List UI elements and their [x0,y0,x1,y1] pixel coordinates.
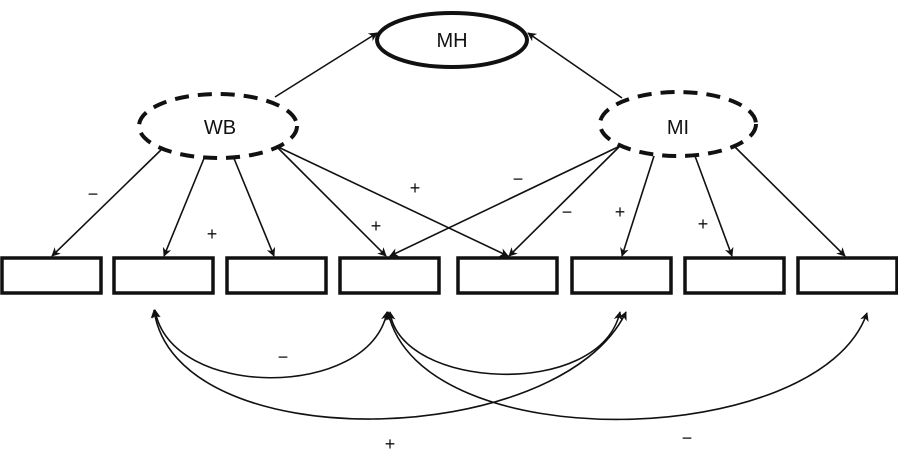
observed-box-2 [112,256,215,295]
path-mi-mh [527,32,623,99]
path-wb-o3 [232,155,276,257]
path-wb-mh [274,32,378,98]
mi-label: MI [667,117,689,139]
wb-label: WB [204,117,236,139]
node-wb: WB [137,92,299,160]
observed-box-5 [456,256,559,295]
sign-mi-o5: − [562,202,573,222]
wb-ellipse [137,92,299,160]
node-mi: MI [598,90,758,158]
mi-ellipse [598,90,758,158]
observed-box-7 [683,256,786,295]
sign-wb-o2: + [207,224,218,244]
sign-cov-o2-o4: − [278,347,289,367]
sign-cov-o2-o6: + [385,434,396,451]
path-mi-o7 [694,155,734,257]
observed-box-3 [225,256,328,295]
path-wb-o5 [275,145,509,257]
observed-nodes [0,256,898,295]
cov-o4-o6 [386,311,623,376]
mh-label: MH [436,30,467,52]
observed-box-6 [570,256,673,295]
path-mi-o5 [508,145,621,257]
sign-mi-o7: + [698,214,709,234]
path-mi-o4 [389,145,621,257]
path-wb-o1 [51,147,164,257]
path-wb-o4 [275,145,387,257]
cov-o4-o8 [385,311,869,421]
observed-box-4 [338,256,441,295]
cov-o2-o6 [150,309,627,420]
sign-wb-o1: − [88,184,99,204]
sign-wb-o4: + [371,216,382,236]
path-mi-o6 [620,155,655,257]
sign-wb-o5: + [410,178,421,198]
sign-cov-o4-o8: − [682,428,693,448]
observed-box-1 [0,256,103,295]
path-wb-o2 [162,155,206,257]
node-mh: MH [375,11,529,69]
path-mi-o8 [732,144,846,257]
observed-box-8 [796,256,898,295]
sign-mi-o6: + [615,202,626,222]
sign-mi-o4: − [513,169,524,189]
cov-o2-o4 [151,309,390,379]
